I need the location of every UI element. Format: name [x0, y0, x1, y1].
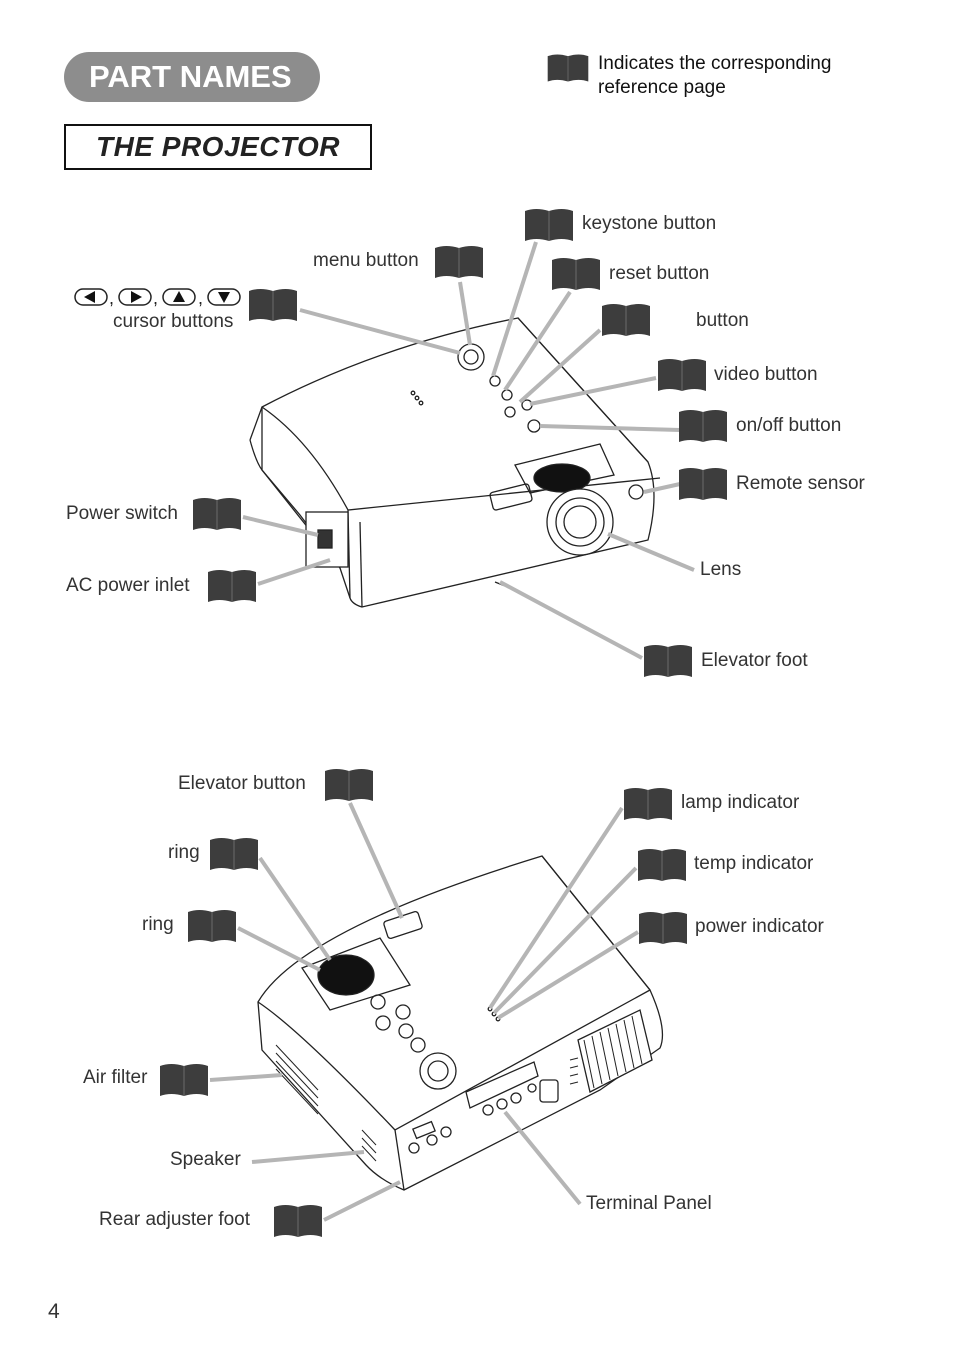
onoff-button-label: on/off button: [736, 415, 842, 436]
reset-button-label: reset button: [609, 263, 710, 284]
rear-foot-book-icon: [273, 1204, 323, 1238]
cursor-arrow-icons: [74, 288, 241, 306]
ac-inlet-book-icon: [207, 569, 257, 603]
legend-text: Indicates the corresponding reference pa…: [598, 53, 832, 98]
svg-text:,: ,: [109, 288, 114, 308]
lamp-book-icon: [623, 787, 673, 821]
cursor-buttons-label: cursor buttons: [113, 311, 234, 332]
rear-adjuster-foot-label: Rear adjuster foot: [99, 1209, 251, 1230]
keystone-book-icon: [524, 208, 574, 242]
elevator-button-label: Elevator button: [178, 773, 306, 794]
section-title: PART NAMES: [64, 52, 320, 102]
cursor-book-icon: [248, 288, 298, 322]
lamp-indicator-label: lamp indicator: [681, 792, 800, 813]
menu-book-icon: [434, 245, 484, 279]
power-indicator-book-icon: [638, 911, 688, 945]
svg-text:,: ,: [198, 288, 203, 308]
ac-power-inlet-label: AC power inlet: [66, 575, 190, 596]
blank-button-label: button: [696, 310, 749, 331]
remote-sensor-label: Remote sensor: [736, 473, 865, 494]
terminal-panel-label: Terminal Panel: [586, 1193, 712, 1214]
svg-text:,: ,: [153, 288, 158, 308]
onoff-book-icon: [678, 409, 728, 443]
elevator-foot-label: Elevator foot: [701, 650, 808, 671]
temp-indicator-label: temp indicator: [694, 853, 814, 874]
leader-lines-rear: [209, 802, 640, 1222]
ring2-book-icon: [187, 909, 237, 943]
power-switch-label: Power switch: [66, 503, 178, 524]
video-button-label: video button: [714, 364, 818, 385]
elevator-foot-book-icon: [643, 644, 693, 678]
elevator-button-book-icon: [324, 768, 374, 802]
subsection-title: THE PROJECTOR: [64, 124, 372, 170]
projector-rear-view: [257, 855, 664, 1191]
reference-book-icon: [547, 54, 589, 82]
keystone-button-label: keystone button: [582, 213, 717, 234]
ring1-book-icon: [209, 837, 259, 871]
lens-label: Lens: [700, 559, 742, 580]
leader-lines-top: [242, 241, 695, 660]
blank-button-book-icon: [601, 303, 651, 337]
speaker-label: Speaker: [170, 1149, 241, 1170]
menu-button-label: menu button: [313, 250, 419, 271]
ring-label-2: ring: [142, 914, 174, 935]
reset-book-icon: [551, 257, 601, 291]
power-indicator-label: power indicator: [695, 916, 824, 937]
temp-book-icon: [637, 848, 687, 882]
remote-sensor-book-icon: [678, 467, 728, 501]
power-switch-book-icon: [192, 497, 242, 531]
video-book-icon: [657, 358, 707, 392]
air-filter-label: Air filter: [83, 1067, 148, 1088]
ring-label-1: ring: [168, 842, 200, 863]
page-number: 4: [48, 1300, 60, 1323]
projector-top-view: [249, 317, 661, 608]
air-filter-book-icon: [159, 1063, 209, 1097]
